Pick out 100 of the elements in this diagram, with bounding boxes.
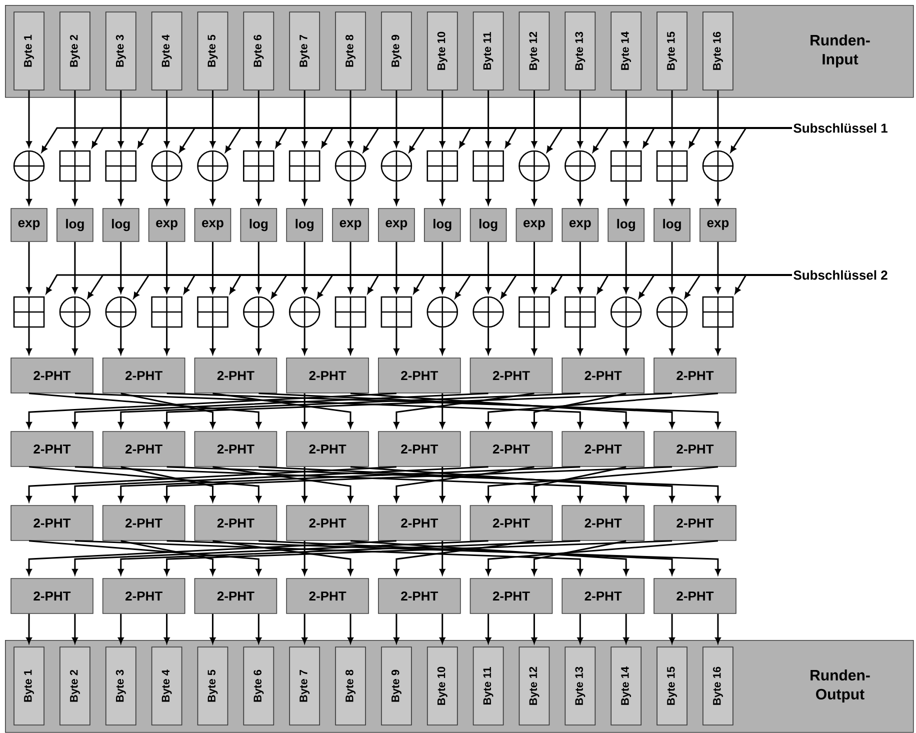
pht-box: 2-PHT [286,431,369,467]
pht-box: 2-PHT [378,431,461,467]
arrow [485,466,718,502]
arrow [440,182,446,205]
arrow [485,614,492,644]
xor-symbol [59,296,91,328]
arrow [394,90,400,148]
arrow [26,90,32,148]
arrow [440,90,446,148]
exp-log-box: log [470,208,507,242]
byte-box: Byte 3 [105,12,136,90]
arrow [120,540,216,575]
arrow [256,614,262,644]
arrow [485,392,718,428]
pht-box: 2-PHT [102,578,186,614]
xor-symbol [656,296,688,328]
arrow [26,328,32,354]
byte-box: Byte 14 [610,646,642,726]
arrow [120,466,216,502]
arrow [577,90,583,148]
byte-box: Byte 13 [564,646,596,726]
addition-symbol [151,296,182,328]
arrow [350,392,629,428]
arrow [485,90,492,148]
arrow [531,242,538,294]
arrow [256,90,262,148]
arrow [164,182,170,205]
arrow [531,540,626,575]
arrow [302,90,308,148]
arrow [577,328,583,354]
byte-box: Byte 4 [151,646,182,726]
xor-symbol [13,150,45,182]
arrow [302,540,308,575]
arrow [118,90,124,148]
pht-box: 2-PHT [10,578,94,614]
byte-box: Byte 2 [60,12,90,90]
xor-symbol [197,150,228,182]
addition-symbol [334,296,366,328]
arrow [350,466,629,502]
arrow [210,614,216,644]
pht-box: 2-PHT [562,578,645,614]
arrow [72,328,78,354]
arrow [440,242,446,294]
byte-box: Byte 12 [518,646,550,726]
arrow [28,540,262,575]
arrow [26,466,396,502]
byte-box: Byte 13 [564,12,596,90]
xor-symbol [426,296,458,328]
arrow [669,614,675,644]
arrow [256,182,262,205]
byte-box: Byte 8 [335,646,366,726]
arrow [394,392,534,428]
xor-symbol [243,296,274,328]
arrow [350,540,629,575]
arrow [302,614,308,644]
arrow [118,182,124,205]
pht-box: 2-PHT [194,578,278,614]
addition-symbol [610,150,642,182]
exp-log-box: exp [194,208,232,242]
exp-log-box: exp [700,208,736,242]
arrow [440,393,446,428]
pht-box: 2-PHT [378,505,461,541]
arrow [440,540,446,575]
arrow [623,328,629,354]
byte-box: Byte 1 [14,12,44,90]
arrow [348,182,354,205]
exp-log-box: exp [562,208,599,242]
arrow [623,182,629,205]
xor-symbol [105,296,137,328]
pht-box: 2-PHT [102,431,186,467]
xor-symbol [334,150,366,182]
arrow [210,242,216,294]
arrow [72,242,78,294]
addition-symbol [472,150,504,182]
arrow [531,328,538,354]
byte-box: Byte 9 [381,12,412,90]
byte-box: Byte 9 [381,646,412,726]
arrow [394,328,400,354]
arrow [485,182,492,205]
arrow [623,614,629,644]
arrow [394,182,400,205]
byte-box: Byte 3 [105,646,136,726]
exp-log-box: log [654,208,690,242]
arrow [669,328,675,354]
arrow [210,90,216,148]
arrow [258,466,675,502]
arrow [715,328,721,354]
arrow [623,90,629,148]
arrow [302,182,308,205]
arrow [485,540,718,575]
arrow [256,328,262,354]
byte-box: Byte 5 [197,646,228,726]
addition-symbol [564,296,596,328]
arrow [26,540,396,575]
exp-log-box: log [56,208,94,242]
pht-box: 2-PHT [194,505,278,541]
pht-box: 2-PHT [10,431,94,467]
arrow [669,182,675,205]
pht-box: 2-PHT [378,358,461,394]
xor-symbol [702,150,734,182]
